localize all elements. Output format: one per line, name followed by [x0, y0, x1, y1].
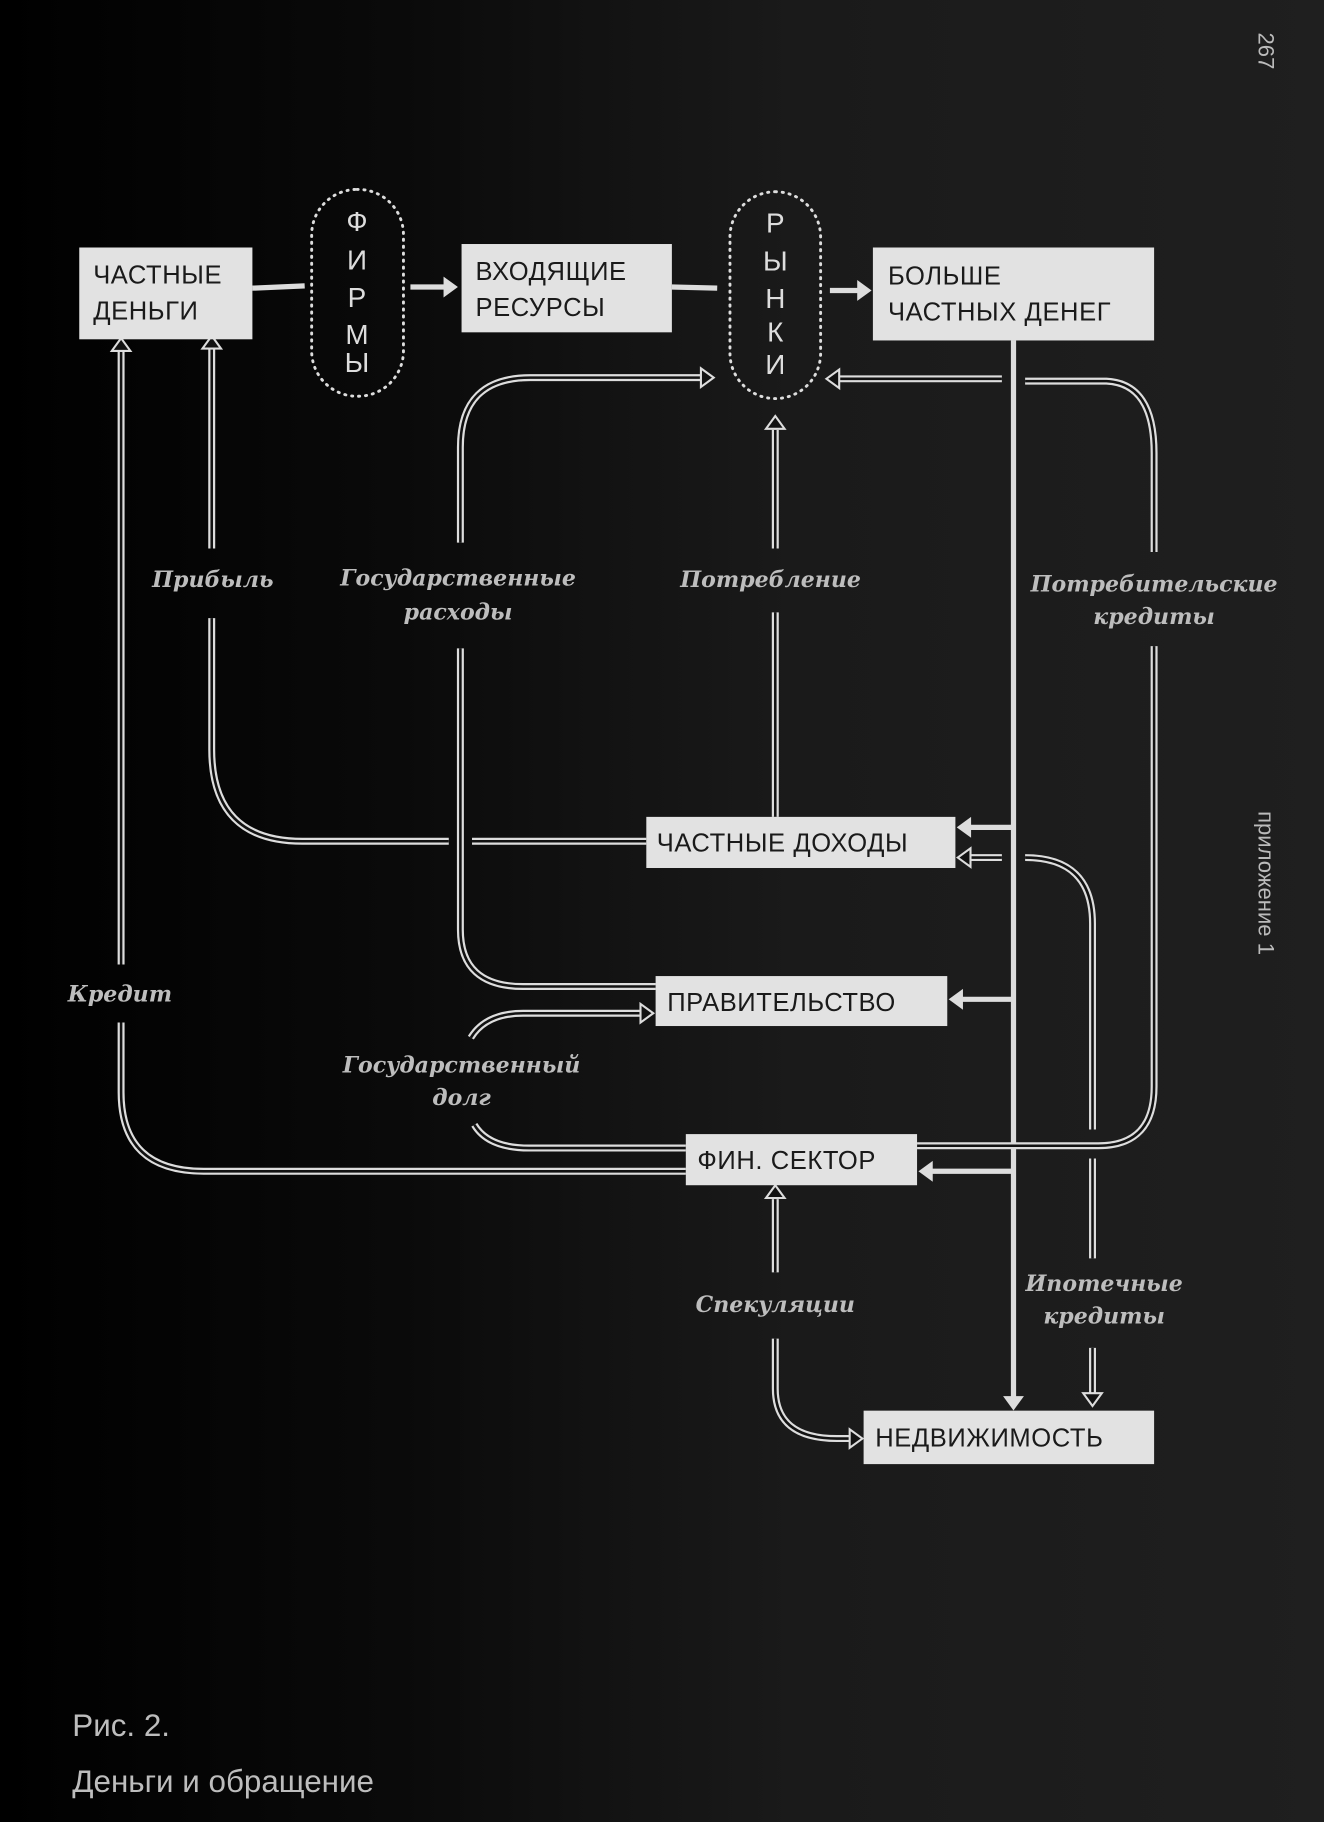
node-private-income: ЧАСТНЫЕ ДОХОДЫ	[646, 816, 956, 869]
node-more-money: БОЛЬШЕ ЧАСТНЫХ ДЕНЕГ	[872, 247, 1155, 341]
arrow-head-icon	[763, 414, 787, 430]
node-label: ЧАСТНЫЕ	[93, 262, 222, 290]
arrow-head-icon	[918, 1160, 933, 1182]
label-credit: Кредит	[67, 982, 172, 1008]
node-government: ПРАВИТЕЛЬСТВО	[655, 976, 948, 1027]
arrow-head-icon	[639, 1001, 656, 1025]
node-letter: Р	[766, 207, 785, 238]
node-letter: Ы	[763, 246, 788, 277]
node-label: БОЛЬШЕ	[888, 263, 1002, 291]
hollow-flow-line-inner	[459, 376, 701, 543]
hollow-flow-line	[1025, 377, 1158, 552]
arrow-head-icon	[1003, 1396, 1024, 1411]
arrow-head-icon	[848, 1427, 865, 1450]
node-letter: Ы	[345, 347, 370, 378]
node-inputs: ВХОДЯЩИЕ РЕСУРСЫ	[461, 244, 672, 333]
hollow-flow-line-inner	[1025, 856, 1094, 1130]
arrow-head-icon	[443, 276, 458, 298]
hollow-flow-line	[917, 646, 1158, 1150]
label-consumer-credit: кредиты	[1093, 604, 1215, 630]
appendix-label: приложение 1	[1254, 811, 1279, 955]
label-mortgage: кредиты	[1043, 1304, 1165, 1330]
node-letter: И	[347, 245, 367, 276]
arrow-head-icon	[824, 367, 841, 391]
page-number: 267	[1254, 33, 1279, 70]
hollow-flow-line-inner	[459, 648, 656, 988]
node-markets: Р Ы Н К И	[728, 190, 823, 401]
node-letter: И	[765, 349, 785, 380]
figure-number: Рис. 2.	[72, 1708, 170, 1743]
node-letter: Р	[348, 282, 367, 313]
node-letter: Н	[765, 283, 785, 314]
arrow-head-icon	[955, 846, 972, 869]
solid-flow-line	[671, 284, 718, 291]
hollow-flow-line-inner	[917, 646, 1156, 1148]
flow-lines	[109, 276, 1158, 1450]
solid-flow-line	[252, 283, 305, 291]
node-private-money: ЧАСТНЫЕ ДЕНЬГИ	[79, 247, 253, 340]
label-gov-debt: долг	[432, 1085, 491, 1111]
node-label: ФИН. СЕКТОР	[697, 1147, 876, 1175]
label-mortgage: Ипотечные	[1024, 1271, 1182, 1297]
arrow-head-icon	[763, 1183, 787, 1200]
hollow-flow-line-inner	[1025, 379, 1156, 552]
label-consumption: Потребление	[679, 567, 861, 593]
hollow-flow-line-inner	[119, 1022, 686, 1173]
label-gov-debt: Государственный	[342, 1053, 581, 1079]
hollow-flow-line	[456, 648, 656, 991]
node-real-estate: НЕДВИЖИМОСТЬ	[863, 1410, 1155, 1465]
node-label: ВХОДЯЩИЕ	[476, 258, 627, 286]
hollow-flow-line	[1025, 854, 1097, 1130]
label-profit: Прибыль	[151, 567, 273, 593]
node-label: ДЕНЬГИ	[93, 298, 198, 326]
hollow-flow-line-inner	[210, 618, 449, 843]
label-gov-spending: Государственные	[339, 566, 576, 592]
hollow-flow-line-inner	[469, 1011, 641, 1039]
hollow-flow-line-inner	[473, 1124, 686, 1150]
arrow-head-icon	[109, 336, 133, 352]
label-consumer-credit: Потребительские	[1030, 571, 1278, 597]
hollow-flow-line-inner	[774, 1338, 850, 1440]
node-letter: К	[767, 317, 784, 348]
node-letter: М	[345, 319, 368, 350]
arrow-head-icon	[699, 366, 716, 389]
arrow-head-icon	[948, 988, 963, 1010]
node-label: ПРАВИТЕЛЬСТВО	[667, 989, 896, 1017]
arrow-head-icon	[857, 280, 872, 301]
arrow-head-icon	[956, 816, 972, 838]
hollow-flow-line	[456, 374, 701, 543]
label-speculation: Спекуляции	[696, 1292, 855, 1318]
arrow-head-icon	[1081, 1392, 1104, 1408]
node-label: НЕДВИЖИМОСТЬ	[875, 1425, 1103, 1453]
node-label: РЕСУРСЫ	[476, 294, 606, 322]
hollow-flow-line	[208, 618, 449, 845]
label-gov-spending: расходы	[404, 599, 513, 625]
figure-title: Деньги и обращение	[72, 1764, 374, 1799]
node-label: ЧАСТНЫЕ ДОХОДЫ	[657, 830, 909, 858]
node-fin-sector: ФИН. СЕКТОР	[685, 1134, 918, 1186]
node-firms: Ф И Р М Ы	[310, 187, 405, 398]
node-label: ЧАСТНЫХ ДЕНЕГ	[888, 299, 1111, 327]
node-letter: Ф	[346, 206, 367, 237]
arrow-head-icon	[200, 334, 224, 350]
